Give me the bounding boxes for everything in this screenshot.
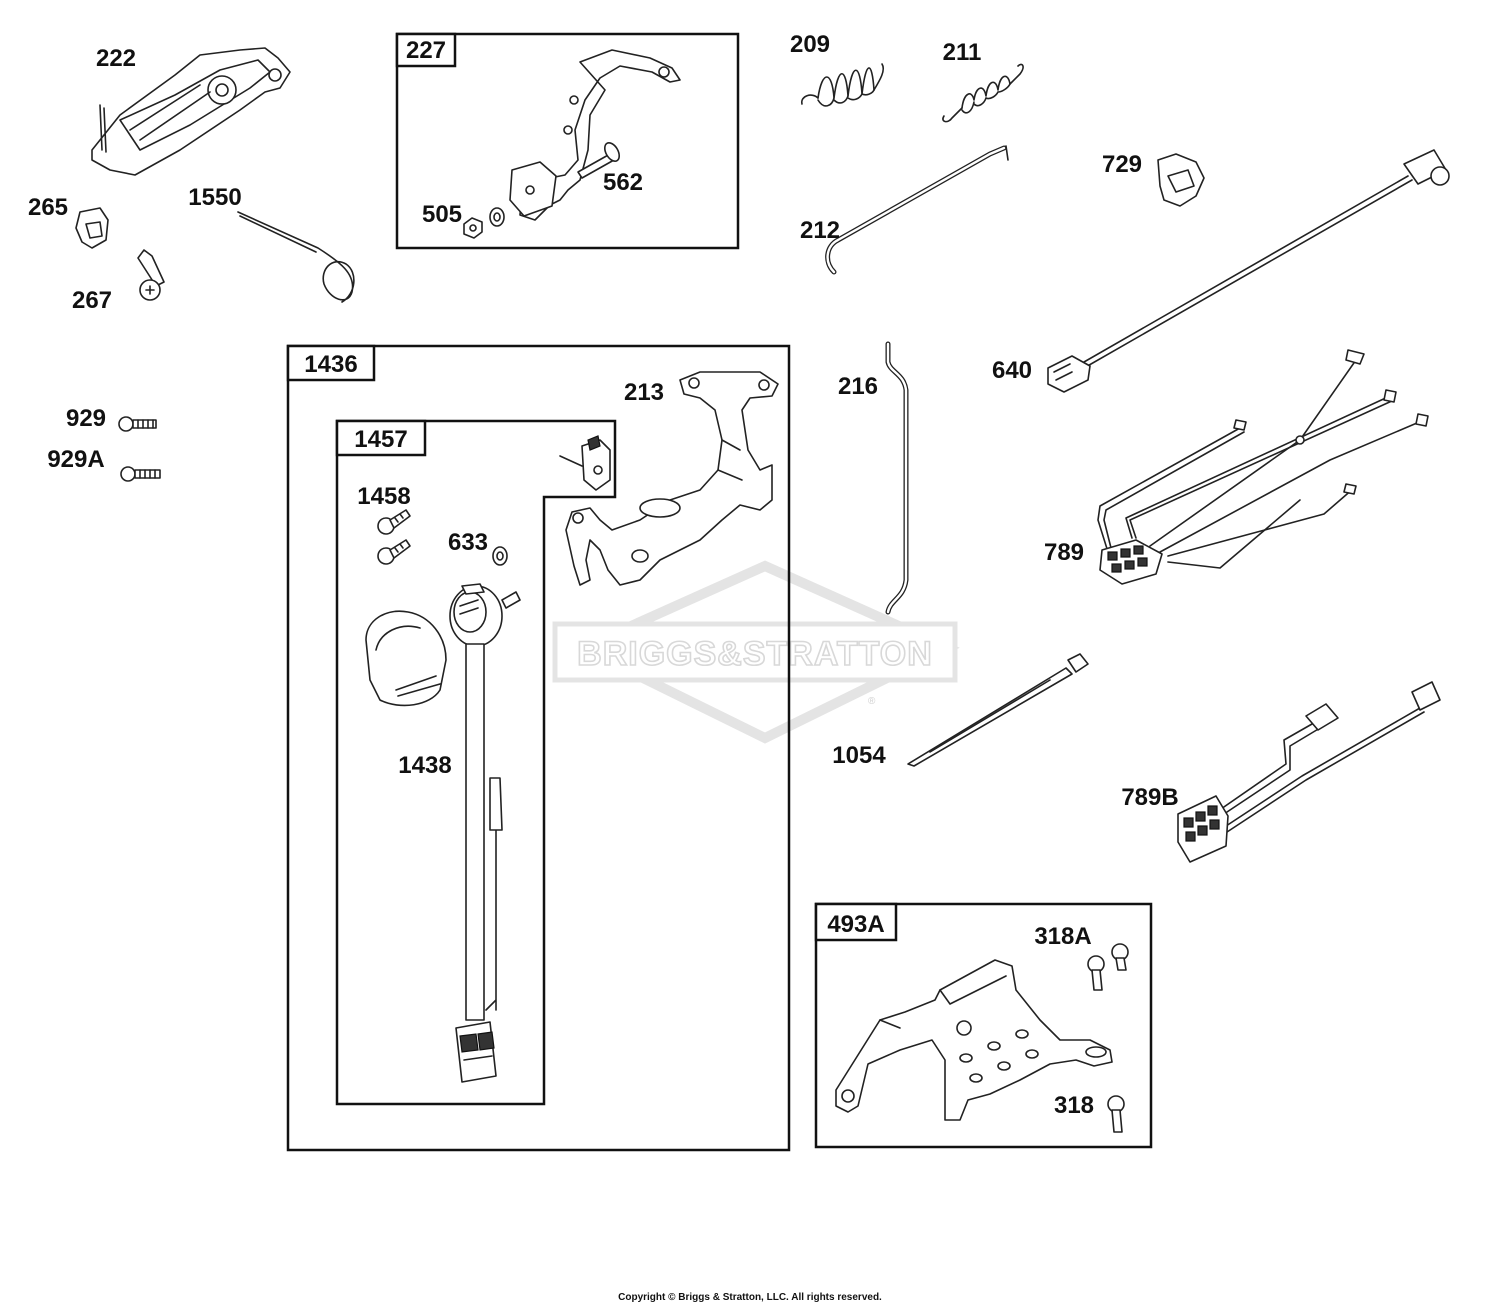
group-label-1457: 1457	[354, 426, 407, 453]
part-1438-switch-harness	[365, 583, 521, 1083]
group-box-227: 227	[395, 32, 740, 250]
part-929A-screw	[120, 466, 161, 482]
part-label-212[interactable]: 212	[800, 217, 840, 244]
part-505-nut-washer	[463, 207, 505, 239]
group-label-227: 227	[406, 37, 446, 64]
part-222-control-bracket	[91, 47, 291, 176]
part-209-spring	[801, 63, 885, 107]
part-211-spring	[942, 63, 1024, 123]
part-562-pin	[577, 142, 621, 179]
part-1457-connector	[559, 435, 611, 491]
part-label-1458[interactable]: 1458	[357, 483, 410, 510]
part-label-789B[interactable]: 789B	[1121, 784, 1178, 811]
part-633-washer	[492, 546, 508, 566]
part-318-screw	[1107, 1095, 1125, 1133]
part-label-729[interactable]: 729	[1102, 151, 1142, 178]
part-label-929[interactable]: 929	[66, 405, 106, 432]
watermark: BRIGGS&STRATTON ®	[552, 560, 960, 744]
group-box-1436: 1436	[286, 344, 791, 1152]
part-label-222[interactable]: 222	[96, 45, 136, 72]
part-label-640[interactable]: 640	[992, 357, 1032, 384]
part-216-rod	[885, 341, 909, 615]
group-label-1436: 1436	[304, 351, 357, 378]
part-729-clip	[1157, 153, 1205, 207]
part-label-209[interactable]: 209	[790, 31, 830, 58]
part-789B-adapter-harness	[1177, 681, 1441, 863]
part-265-clip	[75, 207, 109, 249]
part-212-rod	[825, 145, 1009, 275]
part-1458-screws	[377, 509, 411, 565]
part-929-screw	[118, 416, 157, 432]
part-label-318[interactable]: 318	[1054, 1092, 1094, 1119]
part-label-213[interactable]: 213	[624, 379, 664, 406]
copyright-notice: Copyright © Briggs & Stratton, LLC. All …	[618, 1292, 882, 1303]
part-227-bracket	[509, 49, 681, 221]
watermark-logo-text: BRIGGS&STRATTON	[577, 635, 933, 673]
watermark-registered-mark: ®	[868, 696, 876, 707]
group-label-493A: 493A	[827, 911, 884, 938]
group-box-493A: 493A	[814, 902, 1153, 1149]
part-label-562[interactable]: 562	[603, 169, 643, 196]
part-789-harness	[1097, 349, 1429, 585]
part-267-screw	[137, 249, 165, 301]
part-640-wire-harness	[1047, 149, 1450, 393]
part-label-211[interactable]: 211	[943, 39, 982, 66]
part-label-789[interactable]: 789	[1044, 539, 1084, 566]
part-label-1054[interactable]: 1054	[832, 742, 886, 769]
part-label-216[interactable]: 216	[838, 373, 878, 400]
part-label-633[interactable]: 633	[448, 529, 488, 556]
part-label-265[interactable]: 265	[28, 194, 68, 221]
part-label-267[interactable]: 267	[72, 287, 112, 314]
part-label-505[interactable]: 505	[422, 201, 462, 228]
part-labels: 222 265 267 1550 505 562 209 211 212 729…	[28, 31, 1179, 1119]
part-label-1438[interactable]: 1438	[398, 752, 451, 779]
part-label-318A[interactable]: 318A	[1034, 923, 1091, 950]
group-box-1457: 1457	[335, 419, 617, 1106]
part-318A-screws	[1087, 943, 1129, 991]
part-1054-cable-tie	[907, 653, 1089, 767]
part-213-throttle-bracket	[565, 371, 779, 586]
part-label-929A[interactable]: 929A	[47, 446, 104, 473]
part-493A-bracket	[835, 959, 1113, 1121]
part-1550-spring	[237, 211, 355, 303]
part-label-1550[interactable]: 1550	[188, 184, 241, 211]
